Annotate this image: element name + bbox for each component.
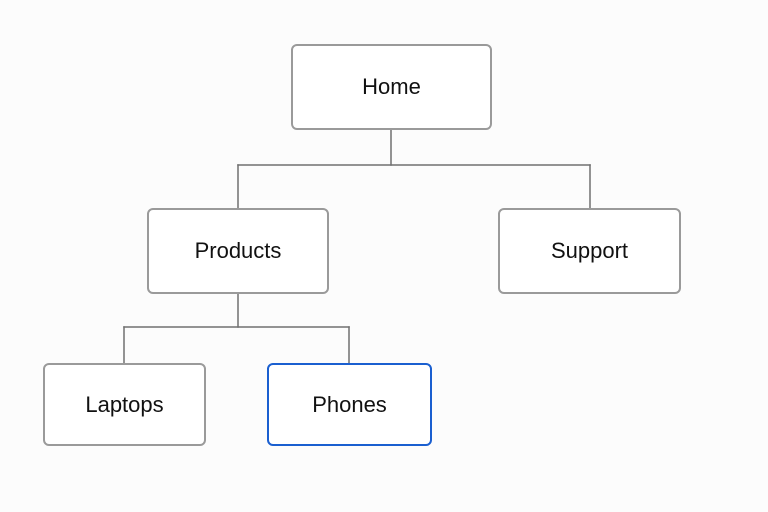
node-home[interactable]: Home xyxy=(291,44,492,130)
node-home-label: Home xyxy=(362,74,421,99)
node-laptops[interactable]: Laptops xyxy=(43,363,206,446)
node-laptops-label: Laptops xyxy=(85,391,164,417)
node-support-label: Support xyxy=(550,238,629,263)
node-products[interactable]: Products xyxy=(147,208,329,294)
node-phones-selected[interactable]: Phones xyxy=(267,363,432,446)
node-support[interactable]: Support xyxy=(498,208,681,294)
node-products-label: Products xyxy=(194,238,282,263)
node-phones-label: Phones xyxy=(312,391,387,417)
